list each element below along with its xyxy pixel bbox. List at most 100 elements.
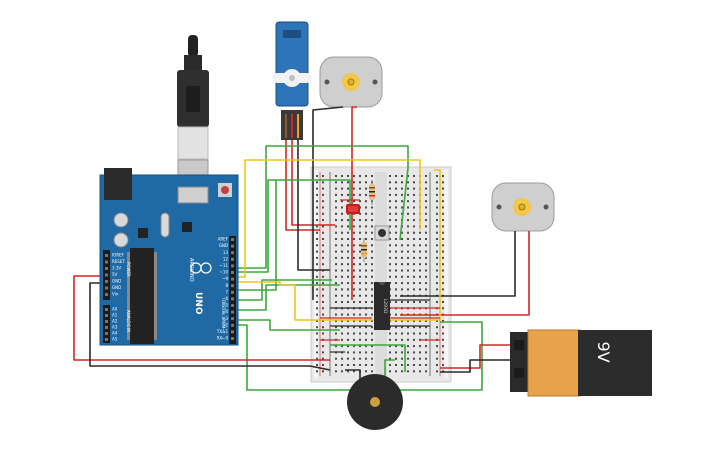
rail-hole[interactable] xyxy=(442,225,444,228)
rail-hole[interactable] xyxy=(316,200,318,203)
breadboard-hole[interactable] xyxy=(419,326,421,329)
breadboard-hole[interactable] xyxy=(401,181,403,184)
breadboard-hole[interactable] xyxy=(407,351,409,354)
breadboard-hole[interactable] xyxy=(359,326,361,329)
breadboard-hole[interactable] xyxy=(341,256,343,259)
breadboard-hole[interactable] xyxy=(401,193,403,196)
rail-hole[interactable] xyxy=(436,175,438,177)
breadboard-hole[interactable] xyxy=(365,263,367,266)
breadboard-hole[interactable] xyxy=(341,193,343,196)
breadboard-hole[interactable] xyxy=(425,351,427,354)
rail-hole[interactable] xyxy=(316,345,318,348)
breadboard-hole[interactable] xyxy=(395,187,397,190)
breadboard-hole[interactable] xyxy=(371,319,373,322)
breadboard-hole[interactable] xyxy=(395,326,397,329)
breadboard-hole[interactable] xyxy=(413,370,415,373)
rail-hole[interactable] xyxy=(322,200,324,203)
breadboard-hole[interactable] xyxy=(395,338,397,341)
breadboard-hole[interactable] xyxy=(335,219,337,222)
breadboard-hole[interactable] xyxy=(401,206,403,209)
breadboard-hole[interactable] xyxy=(341,212,343,215)
breadboard-hole[interactable] xyxy=(407,225,409,228)
breadboard-hole[interactable] xyxy=(419,269,421,272)
breadboard-hole[interactable] xyxy=(359,225,361,228)
breadboard-hole[interactable] xyxy=(341,332,343,335)
breadboard-hole[interactable] xyxy=(347,231,349,234)
breadboard-hole[interactable] xyxy=(341,275,343,278)
breadboard-hole[interactable] xyxy=(365,313,367,316)
breadboard-hole[interactable] xyxy=(365,351,367,354)
breadboard-hole[interactable] xyxy=(389,187,391,190)
breadboard-hole[interactable] xyxy=(401,301,403,303)
breadboard-hole[interactable] xyxy=(359,351,361,354)
breadboard-hole[interactable] xyxy=(389,175,391,177)
breadboard-hole[interactable] xyxy=(419,332,421,335)
breadboard-hole[interactable] xyxy=(425,187,427,190)
rail-hole[interactable] xyxy=(442,219,444,222)
rail-hole[interactable] xyxy=(442,307,444,310)
breadboard-hole[interactable] xyxy=(335,275,337,278)
breadboard-hole[interactable] xyxy=(413,338,415,341)
breadboard-hole[interactable] xyxy=(425,288,427,291)
digital-pin[interactable] xyxy=(231,330,234,334)
breadboard-hole[interactable] xyxy=(347,338,349,341)
rail-hole[interactable] xyxy=(322,370,324,373)
rail-hole[interactable] xyxy=(322,332,324,335)
rail-hole[interactable] xyxy=(442,332,444,335)
breadboard-hole[interactable] xyxy=(419,357,421,360)
breadboard-hole[interactable] xyxy=(401,345,403,348)
breadboard-hole[interactable] xyxy=(425,319,427,322)
breadboard-hole[interactable] xyxy=(401,275,403,278)
rail-hole[interactable] xyxy=(442,238,444,240)
breadboard-hole[interactable] xyxy=(335,313,337,316)
breadboard-hole[interactable] xyxy=(395,294,397,297)
rail-hole[interactable] xyxy=(316,307,318,310)
breadboard-hole[interactable] xyxy=(335,250,337,253)
breadboard-hole[interactable] xyxy=(413,301,415,303)
rail-hole[interactable] xyxy=(436,225,438,228)
rail-hole[interactable] xyxy=(436,345,438,348)
breadboard-hole[interactable] xyxy=(341,206,343,209)
breadboard-hole[interactable] xyxy=(425,244,427,247)
breadboard-hole[interactable] xyxy=(371,244,373,247)
breadboard-hole[interactable] xyxy=(407,301,409,303)
breadboard-hole[interactable] xyxy=(389,206,391,209)
analog-pin[interactable] xyxy=(105,326,108,329)
breadboard-hole[interactable] xyxy=(371,231,373,234)
rail-hole[interactable] xyxy=(322,193,324,196)
breadboard-hole[interactable] xyxy=(359,200,361,203)
breadboard-hole[interactable] xyxy=(395,332,397,335)
breadboard-hole[interactable] xyxy=(371,275,373,278)
breadboard-hole[interactable] xyxy=(425,256,427,259)
breadboard-hole[interactable] xyxy=(395,175,397,177)
breadboard-hole[interactable] xyxy=(353,326,355,329)
breadboard-hole[interactable] xyxy=(365,370,367,373)
breadboard-hole[interactable] xyxy=(419,370,421,373)
breadboard-hole[interactable] xyxy=(347,238,349,240)
breadboard-hole[interactable] xyxy=(389,370,391,373)
power-pin[interactable] xyxy=(105,286,108,290)
breadboard-hole[interactable] xyxy=(401,269,403,272)
breadboard-hole[interactable] xyxy=(347,288,349,291)
breadboard-hole[interactable] xyxy=(413,244,415,247)
breadboard-hole[interactable] xyxy=(341,225,343,228)
rail-hole[interactable] xyxy=(442,351,444,354)
rail-hole[interactable] xyxy=(442,364,444,366)
breadboard-hole[interactable] xyxy=(341,345,343,348)
breadboard-hole[interactable] xyxy=(407,275,409,278)
breadboard-hole[interactable] xyxy=(365,231,367,234)
rail-hole[interactable] xyxy=(316,193,318,196)
rail-hole[interactable] xyxy=(322,212,324,215)
breadboard-hole[interactable] xyxy=(395,275,397,278)
breadboard-hole[interactable] xyxy=(365,187,367,190)
breadboard-hole[interactable] xyxy=(413,288,415,291)
breadboard-hole[interactable] xyxy=(347,370,349,373)
breadboard-hole[interactable] xyxy=(407,212,409,215)
breadboard-hole[interactable] xyxy=(389,269,391,272)
breadboard-hole[interactable] xyxy=(401,256,403,259)
breadboard-hole[interactable] xyxy=(407,357,409,360)
breadboard-hole[interactable] xyxy=(341,319,343,322)
breadboard-hole[interactable] xyxy=(335,345,337,348)
rail-hole[interactable] xyxy=(322,225,324,228)
rail-hole[interactable] xyxy=(436,193,438,196)
